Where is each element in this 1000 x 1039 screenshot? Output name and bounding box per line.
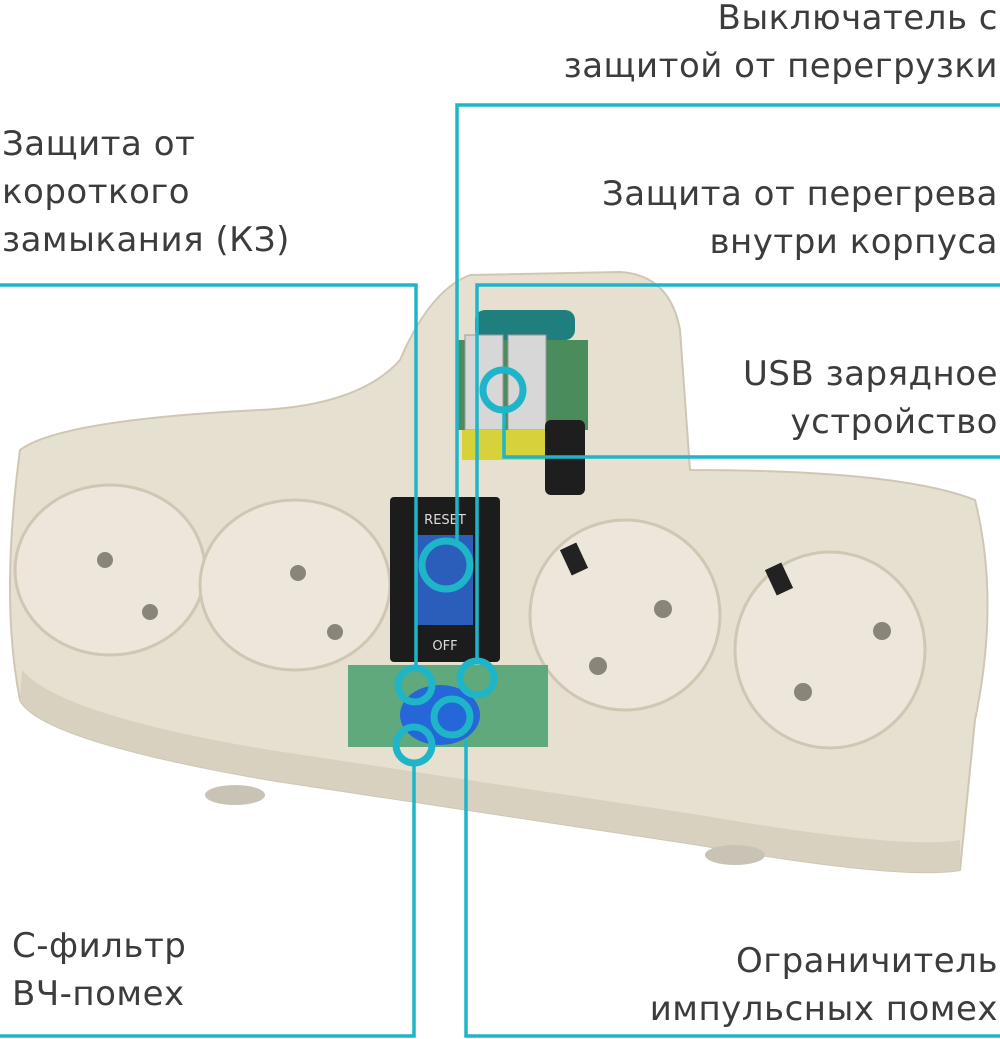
line-switch: [455, 103, 1000, 543]
socket-1: [13, 483, 207, 657]
marker-switch: [418, 537, 474, 593]
line-c-filter: [0, 765, 416, 1038]
label-switch-line1: Выключатель с: [717, 0, 998, 38]
label-c-filter-line2: ВЧ-помех: [12, 974, 185, 1014]
switch-reset-label: RESET: [424, 513, 466, 528]
label-short-circuit-line2: короткого: [2, 172, 191, 212]
marker-usb: [479, 366, 527, 414]
label-c-filter-line1: С-фильтр: [12, 926, 187, 966]
label-overheat-line2: внутри корпуса: [709, 222, 998, 262]
line-usb: [502, 410, 1000, 459]
label-overheat-line1: Защита от перегрева: [601, 174, 998, 214]
line-overheat: [475, 283, 1000, 660]
label-usb-line2: устройство: [790, 402, 998, 442]
label-switch: Выключатель с защитой от перегрузки: [564, 0, 998, 90]
label-switch-line2: защитой от перегрузки: [563, 46, 998, 86]
marker-overheat: [456, 657, 498, 699]
label-short-circuit-line1: Защита от: [2, 124, 196, 164]
callout-lines: [0, 103, 1000, 1038]
switch-off-label: OFF: [432, 639, 457, 654]
line-short-circuit: [0, 283, 418, 672]
label-c-filter: С-фильтр ВЧ-помех: [12, 922, 186, 1018]
label-overheat: Защита от перегрева внутри корпуса: [602, 170, 998, 266]
label-surge-line2: импульсных помех: [649, 989, 998, 1029]
socket-3: [528, 518, 722, 712]
label-usb-line1: USB зарядное: [742, 354, 998, 394]
socket-4: [733, 550, 927, 750]
label-short-circuit-line3: замыкания (КЗ): [2, 220, 290, 260]
label-short-circuit: Защита от короткого замыкания (КЗ): [2, 120, 290, 264]
marker-surge: [430, 695, 474, 739]
socket-2: [198, 498, 392, 672]
label-surge-line1: Ограничитель: [735, 941, 998, 981]
marker-c-filter: [392, 723, 436, 767]
label-surge-limiter: Ограничитель импульсных помех: [650, 937, 998, 1033]
label-usb: USB зарядное устройство: [743, 350, 998, 446]
marker-short-circuit: [394, 664, 436, 706]
line-surge: [464, 740, 1000, 1038]
callout-circles: [392, 366, 527, 767]
